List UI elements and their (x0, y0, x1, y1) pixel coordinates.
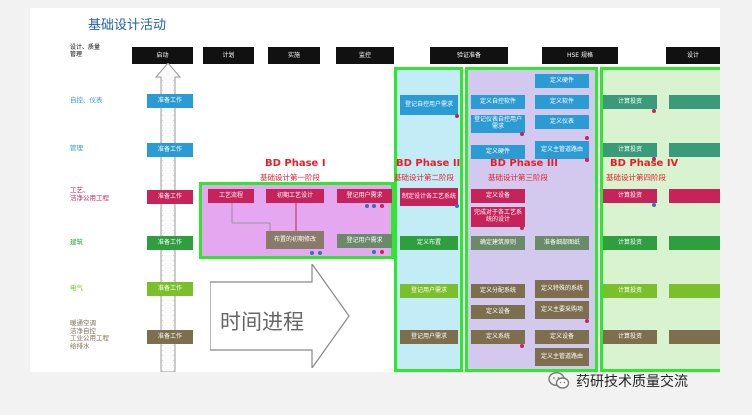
marker-dot (652, 109, 656, 113)
phase4-region (600, 67, 720, 372)
start-box-electrical: 准备工作 (147, 282, 193, 296)
marker-dot (310, 251, 314, 255)
p3-define-equipment-elec: 定义设备 (471, 305, 525, 319)
p3-define-equipment: 定义设备 (471, 189, 525, 203)
p3-main-procurement: 定义主要采购项 (535, 301, 589, 319)
marker-dot (455, 204, 459, 208)
time-progress-label: 时间进程 (220, 310, 304, 334)
timeline-arrow (155, 63, 181, 372)
phase1-subtitle: 基础设计第一阶段 (260, 173, 320, 182)
p3-define-software: 定义软件 (535, 95, 589, 109)
p1-initial-process-design: 初期工艺设计 (266, 189, 324, 203)
marker-dot (585, 319, 589, 323)
marker-dot (520, 226, 524, 230)
p2-instrument-user-req: 登记自控用户需求 (400, 95, 458, 115)
p4-next-hvac (669, 330, 720, 344)
p3-define-system: 定义系统 (471, 330, 525, 344)
row-label-hvac: 暖通空调 洁净自控 工业公用工程 给排水 (70, 319, 109, 350)
header-implement: 实施 (268, 47, 320, 64)
row-label-architecture: 建筑 (70, 238, 83, 246)
p1-user-requirements: 登记用户需求 (337, 189, 392, 203)
p2-process-systems-design: 制定设计各工艺系统 (400, 188, 458, 206)
p4-cost-process: 计算投资 (603, 189, 657, 203)
start-box-process: 准备工作 (147, 190, 193, 204)
header-hse: HSE 规格 (542, 47, 618, 64)
p3-define-hardware-2: 定义硬件 (471, 145, 525, 159)
marker-dot (372, 250, 376, 254)
phase3-title: BD Phase III (490, 158, 558, 169)
marker-dot (652, 203, 656, 207)
p3-define-instruments: 定义仪表 (535, 115, 589, 129)
header-validation-prep: 验证准备 (430, 47, 508, 64)
row-label-process: 工艺、 洁净公用工程 (70, 186, 109, 202)
p4-cost-hvac: 计算投资 (603, 330, 657, 344)
p3-distribution-system: 定义分配系统 (471, 284, 525, 298)
phase2-region (394, 67, 463, 372)
p3-complete-process-design: 完成对于各工艺系统的设计 (471, 207, 525, 227)
p2-define-layout: 定义布置 (400, 236, 458, 250)
p3-detail-drawings: 准备细部图纸 (535, 236, 589, 250)
p3-define-main-piping: 定义主管道路由 (535, 141, 589, 159)
p2-hvac-user-req: 登记用户需求 (400, 330, 458, 344)
row-label-management: 管理 (70, 144, 83, 152)
p1-connector (231, 203, 297, 231)
watermark-text: 药研技术质量交流 (576, 374, 688, 390)
marker-dot (520, 132, 524, 136)
marker-dot (380, 204, 384, 208)
p3-instrument-user-req: 登记仪表自控用户需求 (471, 115, 525, 133)
wechat-icon (548, 371, 570, 389)
p2-electrical-user-req: 登记用户需求 (400, 284, 458, 298)
p3-define-equipment-hvac: 定义设备 (535, 330, 589, 344)
p4-next-management (669, 143, 720, 157)
marker-dot (380, 250, 384, 254)
start-box-management: 准备工作 (147, 143, 193, 157)
phase3-subtitle: 基础设计第三阶段 (488, 173, 548, 182)
p1-initial-layout-revision: 布置的初期修改 (266, 231, 324, 249)
phase4-subtitle: 基础设计第四阶段 (606, 173, 666, 182)
p4-cost-management: 计算投资 (603, 143, 657, 157)
p4-next-electrical (669, 284, 720, 298)
marker-dot (372, 204, 376, 208)
start-box-instrument: 准备工作 (147, 94, 193, 108)
slide-title: 基础设计活动 (88, 18, 167, 33)
time-progress-arrow (210, 264, 350, 368)
phase2-subtitle: 基础设计第二阶段 (394, 173, 454, 182)
marker-dot (520, 344, 524, 348)
p3-special-systems: 定义特殊的系统 (535, 280, 589, 298)
marker-dot (585, 136, 589, 140)
start-box-hvac: 准备工作 (147, 330, 193, 344)
marker-dot (318, 251, 322, 255)
phase2-title: BD Phase II (396, 158, 461, 169)
row-label-instrument: 自控、仪表 (70, 96, 103, 104)
header-monitor: 监控 (336, 47, 394, 64)
header-corner-label: 设计、质量 管理 (70, 44, 101, 58)
p3-architecture-principles: 确定建筑原则 (471, 236, 525, 250)
p4-cost-architecture: 计算投资 (603, 236, 657, 250)
p4-next-instrument (669, 95, 720, 109)
p1-user-requirements-arch: 登记用户需求 (337, 234, 392, 248)
p1-process-flow: 工艺流程 (208, 189, 254, 203)
p3-define-hardware: 定义硬件 (535, 74, 589, 88)
watermark: 药研技术质量交流 (548, 370, 688, 392)
marker-dot (365, 204, 369, 208)
p4-next-process (669, 189, 720, 203)
p3-main-piping-hvac: 定义主管道路由 (535, 348, 589, 366)
header-start: 启动 (132, 47, 193, 64)
slide: 基础设计活动 设计、质量 管理 启动 计划 实施 监控 验证准备 HSE 规格 … (30, 8, 720, 372)
p4-next-architecture (669, 236, 720, 250)
header-design: 设计 (666, 47, 720, 64)
marker-dot (585, 158, 589, 162)
phase1-title: BD Phase I (265, 158, 326, 169)
start-box-architecture: 准备工作 (147, 236, 193, 250)
phase4-title: BD Phase IV (610, 158, 679, 169)
p3-define-control-software: 定义自控软件 (471, 95, 525, 109)
marker-dot (652, 157, 656, 161)
marker-dot (455, 114, 459, 118)
header-plan: 计划 (203, 47, 254, 64)
p4-cost-instrument: 计算投资 (603, 95, 657, 109)
row-label-electrical: 电气 (70, 284, 83, 292)
p4-cost-electrical: 计算投资 (603, 284, 657, 298)
